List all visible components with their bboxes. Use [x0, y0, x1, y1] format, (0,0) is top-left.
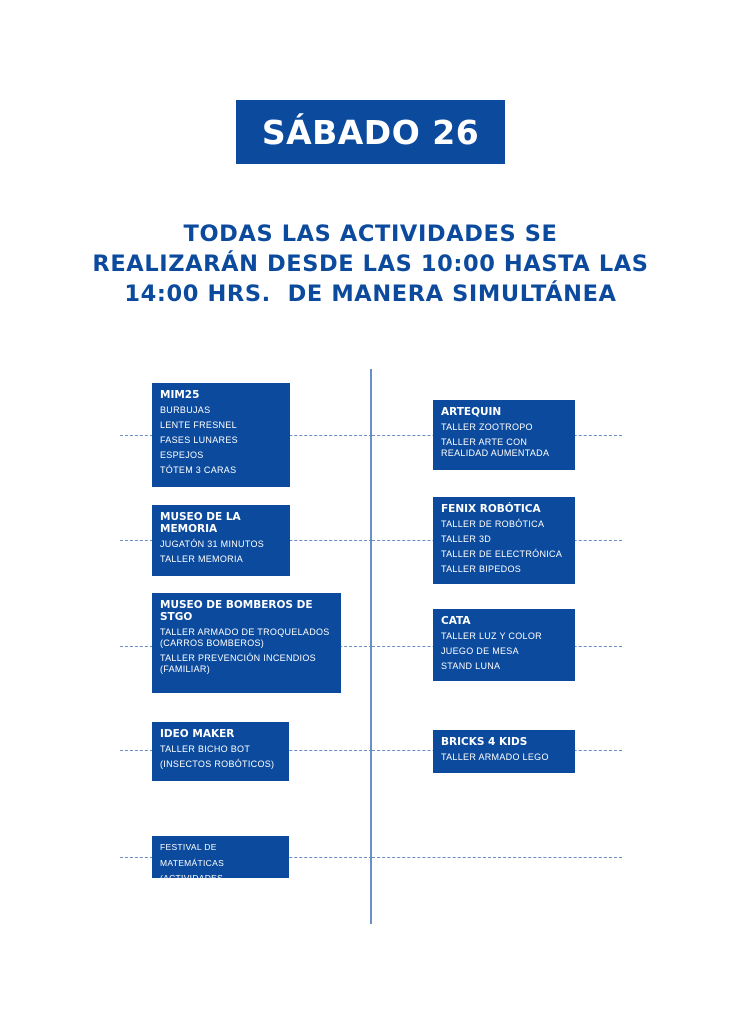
activity-item: TALLER ARMADO LEGO [441, 752, 549, 762]
activity-item: TALLER ARMADO DE TROQUELADOS (CARROS BOM… [160, 627, 330, 648]
activity-item: ESPEJOS [160, 450, 204, 460]
activity-card-bricks-4-kids: BRICKS 4 KIDS TALLER ARMADO LEGO [433, 730, 575, 773]
activity-card-artequin: ARTEQUIN TALLER ZOOTROPO TALLER ARTE CON… [433, 400, 575, 470]
activity-card-museo-memoria: MUSEO DE LA MEMORIA JUGATÓN 31 MINUTOS T… [152, 505, 290, 576]
activity-item: TALLER BICHO BOT [160, 744, 251, 754]
subtitle-line: TODAS LAS ACTIVIDADES SE [183, 221, 558, 247]
subtitle-line: REALIZARÁN DESDE LAS 10:00 HASTA LAS [92, 251, 649, 277]
activity-item: TALLER ZOOTROPO [441, 422, 533, 432]
activity-item: TALLER PREVENCIÓN INCENDIOS (FAMILIAR) [160, 653, 316, 674]
activity-item: BURBUJAS [160, 405, 211, 415]
activity-item: (ACTIVIDADES DIDÁCTICAS) [160, 873, 224, 899]
activity-item: FASES LUNARES [160, 435, 238, 445]
activity-item: (INSECTOS ROBÓTICOS) [160, 759, 275, 769]
activity-item: JUEGO DE MESA [441, 646, 519, 656]
activity-item: TÓTEM 3 CARAS [160, 465, 237, 475]
subtitle-line: 14:00 HRS. DE MANERA SIMULTÁNEA [124, 281, 617, 307]
activity-item: TALLER DE ROBÓTICA [441, 519, 545, 529]
activity-item: TALLER 3D [441, 534, 492, 544]
institution-name: MUSEO DE LA MEMORIA [160, 511, 241, 535]
schedule-subtitle: TODAS LAS ACTIVIDADES SE REALIZARÁN DESD… [40, 219, 701, 309]
activity-item: TALLER ARTE CON REALIDAD AUMENTADA [441, 437, 550, 458]
connector-line [372, 857, 622, 858]
activity-card-mim25: MIM25 BURBUJAS LENTE FRESNEL FASES LUNAR… [152, 383, 290, 487]
institution-name: ARTEQUIN [441, 406, 502, 418]
activity-card-fenix-robotica: FENIX ROBÓTICA TALLER DE ROBÓTICA TALLER… [433, 497, 575, 584]
activity-item: TALLER MEMORIA [160, 554, 244, 564]
activity-item: TALLER DE ELECTRÓNICA [441, 549, 563, 559]
activity-item: LENTE FRESNEL [160, 420, 237, 430]
activity-item: FESTIVAL DE MATEMÁTICAS [160, 842, 225, 868]
activity-card-cata: CATA TALLER LUZ Y COLOR JUEGO DE MESA ST… [433, 609, 575, 681]
activity-item: STAND LUNA [441, 661, 501, 671]
institution-name: BRICKS 4 KIDS [441, 736, 528, 748]
page-title: SÁBADO 26 [236, 100, 505, 164]
activity-card-festival-matematicas: FESTIVAL DE MATEMÁTICAS (ACTIVIDADES DID… [152, 836, 289, 899]
activity-item: TALLER LUZ Y COLOR [441, 631, 542, 641]
activity-item: TALLER BIPEDOS [441, 564, 522, 574]
activity-item: JUGATÓN 31 MINUTOS [160, 539, 265, 549]
institution-name: FENIX ROBÓTICA [441, 503, 541, 515]
institution-name: MIM25 [160, 389, 200, 401]
activity-card-ideo-maker: IDEO MAKER TALLER BICHO BOT (INSECTOS RO… [152, 722, 289, 781]
institution-name: MUSEO DE BOMBEROS DE STGO [160, 599, 313, 623]
institution-name: IDEO MAKER [160, 728, 235, 740]
institution-name: CATA [441, 615, 471, 627]
activity-card-museo-bomberos: MUSEO DE BOMBEROS DE STGO TALLER ARMADO … [152, 593, 341, 693]
